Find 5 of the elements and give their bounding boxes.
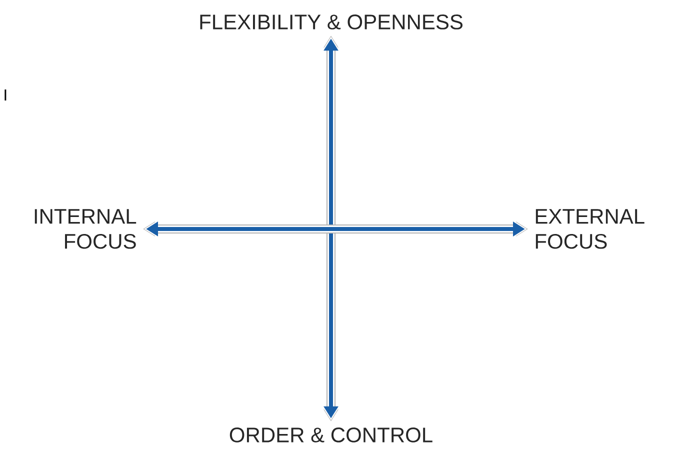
axis-label: INTERNAL FOCUS — [34, 209, 136, 249]
axis-label: ORDER & CONTROL — [230, 428, 432, 442]
stray-letter: I — [4, 89, 6, 100]
axis-label: EXTERNAL FOCUS — [536, 209, 644, 249]
axis-label: FLEXIBILITY & OPENNESS — [200, 14, 462, 30]
